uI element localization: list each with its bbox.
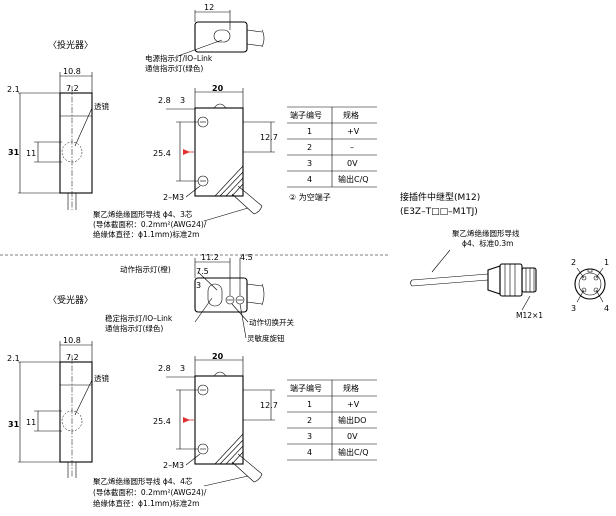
receiver-table-cell: 4 <box>307 448 312 457</box>
receiver-top-7-5-dim: 7.5 <box>196 267 209 276</box>
emitter-side-view: 20 2.8 3 25.4 12.7 2–M3 聚乙烯绝缘圆形导线 ϕ4、3芯 … <box>93 84 278 239</box>
emitter-side-3-dim: 3 <box>180 96 185 105</box>
emitter-table-cell: 0V <box>347 159 358 168</box>
receiver-table-cell: 1 <box>307 400 312 409</box>
receiver-side-width-dim: 20 <box>212 352 224 361</box>
emitter-top-offset-dim: 2.1 <box>7 85 20 94</box>
connector-section: 接插件中继型(M12) (E3Z–T□□–M1TJ) 聚乙烯绝缘圆形导线 ϕ4、… <box>400 191 609 320</box>
receiver-mount-label: 2–M3 <box>163 461 184 470</box>
receiver-side-12-7-dim: 12.7 <box>260 401 278 410</box>
receiver-side-view: 20 2.8 3 25.4 12.7 2–M3 聚乙烯绝缘圆形导线 ϕ4、4芯 … <box>93 352 278 508</box>
emitter-table-cell: 4 <box>307 175 312 184</box>
connector-pin-label: 4 <box>604 304 609 313</box>
emitter-table-cell: +V <box>347 127 360 136</box>
connector-title-1: 接插件中继型(M12) <box>400 191 480 203</box>
connector-title-2: (E3Z–T□□–M1TJ) <box>400 207 478 217</box>
receiver-top-3-dim: 3 <box>196 281 201 290</box>
receiver-mode-switch-label: 动作切换开关 <box>249 317 294 327</box>
emitter-table-note: ② 为空端子 <box>289 192 331 202</box>
emitter-side-2-8-dim: 2.8 <box>158 96 171 105</box>
receiver-stable-led-label-1: 稳定指示灯/IO–Link <box>105 313 173 323</box>
receiver-table-header-terminal: 端子编号 <box>290 383 322 393</box>
receiver-top-4-5-dim: 4.5 <box>240 253 253 262</box>
emitter-table-cell: 3 <box>307 159 312 168</box>
receiver-top-offset-dim: 2.1 <box>7 354 20 363</box>
emitter-cable-line-1: 聚乙烯绝缘圆形导线 ϕ4、3芯 <box>93 209 193 219</box>
emitter-cable-line-3: 绝缘体直径：ϕ1.1mm)标准2m <box>93 229 200 239</box>
emitter-table-cell: – <box>350 143 354 152</box>
emitter-side-12-7-dim: 12.7 <box>260 133 278 142</box>
emitter-width-dim: 10.8 <box>63 67 81 76</box>
receiver-table-cell: 0V <box>347 432 358 441</box>
emitter-table-header-spec: 规格 <box>343 110 359 120</box>
receiver-cable-line-1: 聚乙烯绝缘圆形导线 ϕ4、4芯 <box>93 476 193 486</box>
emitter-terminal-table: 端子编号 规格 1 +V 2 – 3 0V 4 输出C/Q ② 为空端子 <box>287 106 377 202</box>
emitter-top-dim: 12 <box>204 3 214 12</box>
emitter-table-cell: 1 <box>307 127 312 136</box>
receiver-lens-width-dim: 7.2 <box>66 353 79 362</box>
emitter-side-25-4-dim: 25.4 <box>153 149 171 158</box>
receiver-top-11-2-dim: 11.2 <box>201 253 219 262</box>
connector-pin-face: 1 2 3 4 <box>571 258 609 313</box>
emitter-power-led-label-1: 电源指示灯/IO–Link <box>145 53 213 63</box>
receiver-lens-label: 透镜 <box>94 373 109 383</box>
receiver-terminal-table: 端子编号 规格 1 +V 2 输出DO 3 0V 4 输出C/Q <box>287 379 377 461</box>
emitter-lens-height-dim: 11 <box>26 149 36 158</box>
emitter-height-dim: 31 <box>8 148 20 157</box>
receiver-table-cell: 2 <box>307 416 312 425</box>
receiver-width-dim: 10.8 <box>63 336 81 345</box>
receiver-side-2-8-dim: 2.8 <box>158 364 171 373</box>
receiver-side-25-4-dim: 25.4 <box>153 417 171 426</box>
emitter-top-view: 12 电源指示灯/IO–Link 通信指示灯(绿色) <box>145 3 265 73</box>
receiver-front-view: 10.8 7.2 2.1 31 11 透镜 <box>7 336 109 478</box>
emitter-front-view: 10.8 7.2 2.1 31 11 透镜 <box>7 67 109 210</box>
connector-pin-label: 1 <box>604 258 609 267</box>
receiver-sensitivity-knob-label: 灵敏度旋钮 <box>247 333 285 343</box>
emitter-table-header-terminal: 端子编号 <box>290 110 322 120</box>
connector-thread-label: M12×1 <box>516 311 543 320</box>
emitter-table-cell: 输出C/Q <box>338 174 369 184</box>
receiver-title: 〈受光器〉 <box>48 294 93 306</box>
receiver-table-cell: 输出C/Q <box>338 447 369 457</box>
emitter-mount-label: 2–M3 <box>163 193 184 202</box>
emitter-lens-width-dim: 7.2 <box>66 84 79 93</box>
receiver-table-cell: 3 <box>307 432 312 441</box>
emitter-title: 〈投光器〉 <box>48 39 93 51</box>
receiver-stable-led-label-2: 通信指示灯(绿色) <box>105 323 163 333</box>
connector-pin-label: 2 <box>571 258 576 267</box>
receiver-side-3-dim: 3 <box>180 364 185 373</box>
receiver-table-cell: 输出DO <box>338 415 366 425</box>
m12-connector-drawing: M12×1 <box>487 263 543 320</box>
emitter-lens-label: 透镜 <box>94 101 109 111</box>
receiver-cable-line-3: 绝缘体直径：ϕ1.1mm)标准2m <box>93 498 200 508</box>
emitter-cable-line-2: (导体截面积：0.2mm²(AWG24)/ <box>93 219 207 229</box>
emitter-side-width-dim: 20 <box>212 84 224 93</box>
receiver-table-cell: +V <box>347 400 360 409</box>
receiver-cable-line-2: (导体截面积：0.2mm²(AWG24)/ <box>93 487 207 497</box>
connector-cable-line-2: ϕ4、标准0.3m <box>462 238 513 248</box>
receiver-action-led-label: 动作指示灯(橙) <box>120 264 171 274</box>
connector-pin-label: 3 <box>571 304 576 313</box>
emitter-table-cell: 2 <box>307 143 312 152</box>
receiver-height-dim: 31 <box>8 420 20 429</box>
emitter-section: 〈投光器〉 12 电源指示灯/IO–Link 通信指示灯(绿色) <box>7 3 377 239</box>
connector-cable-line-1: 聚乙烯绝缘圆形导线 <box>452 228 520 238</box>
receiver-top-view: 11.2 4.5 7.5 3 动作指示灯(橙) 稳定指示灯/IO–Link 通信… <box>105 253 294 343</box>
receiver-table-header-spec: 规格 <box>343 383 359 393</box>
emitter-power-led-label-2: 通信指示灯(绿色) <box>145 63 203 73</box>
receiver-lens-height-dim: 11 <box>26 418 36 427</box>
receiver-section: 〈受光器〉 11.2 4.5 7.5 3 动作指示灯(橙) 稳定指示 <box>7 253 377 508</box>
